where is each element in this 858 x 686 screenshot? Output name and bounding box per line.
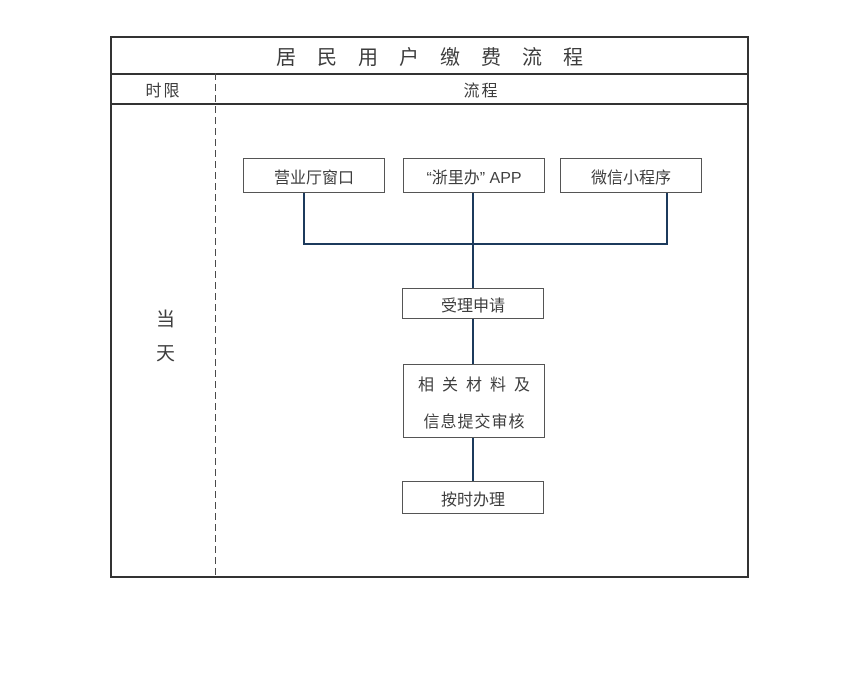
node-zheliban-app: “浙里办” APP: [403, 158, 545, 193]
node-materials-review: 相关材料及 信息提交审核: [403, 364, 545, 438]
connector-right-vertical: [666, 193, 668, 245]
time-limit-value: 当天: [153, 309, 174, 377]
node-label: “浙里办” APP: [426, 169, 522, 187]
column-header-process: 流程: [463, 83, 500, 100]
column-header-time-limit: 时限: [145, 83, 182, 100]
connector-center-vertical: [472, 193, 474, 288]
node-business-hall-window: 营业厅窗口: [243, 158, 385, 193]
header-top-divider: [112, 73, 747, 75]
page-title: 居民用户缴费流程: [276, 47, 604, 69]
node-wechat-mini-program: 微信小程序: [560, 158, 702, 193]
connector-left-vertical: [303, 193, 305, 245]
time-limit-cell: 当天: [112, 309, 215, 377]
node-label: 营业厅窗口: [273, 169, 354, 187]
node-label-line-1: 相关材料及: [417, 376, 538, 394]
column-dashed-divider: [215, 73, 216, 576]
connector-merge-horizontal: [303, 243, 668, 245]
connector-review-to-complete: [472, 438, 474, 481]
connector-accept-to-review: [472, 319, 474, 364]
title-row: 居民用户缴费流程: [112, 38, 747, 73]
node-label-line-2: 信息提交审核: [423, 413, 526, 431]
node-accept-application: 受理申请: [402, 288, 544, 319]
flowchart-frame: 居民用户缴费流程 时限 流程 当天 营业厅窗口 “浙里办” APP 微信小程序 …: [110, 36, 749, 578]
node-label: 按时办理: [440, 491, 505, 509]
node-handle-on-time: 按时办理: [402, 481, 544, 514]
node-label: 微信小程序: [590, 169, 671, 187]
node-label: 受理申请: [440, 297, 505, 315]
header-bottom-divider: [112, 103, 747, 105]
